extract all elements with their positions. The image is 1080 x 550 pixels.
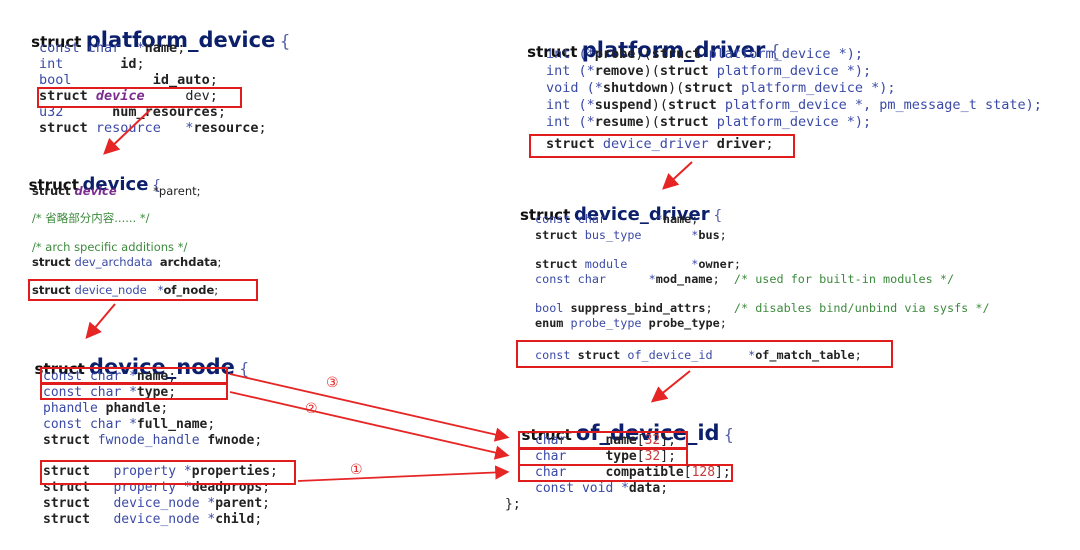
pd-field-dev: struct device dev; <box>39 88 218 104</box>
dd-field-suppress-bind-attrs: bool suppress_bind_attrs; /* disables bi… <box>535 301 990 315</box>
dd-field-name: const char *name; <box>535 212 699 226</box>
of-device-id-struct: struct of_device_id { char name[32]; cha… <box>505 406 805 526</box>
pd-field-id-auto: bool id_auto; <box>39 72 218 88</box>
device-driver-struct: struct device_driver { const char *name;… <box>505 190 1075 370</box>
platform-device-title: struct platform_device { <box>31 28 291 52</box>
pdrv-field-remove: int (*remove)(struct platform_device *); <box>546 63 872 79</box>
pdrv-field-resume: int (*resume)(struct platform_device *); <box>546 114 872 130</box>
odi-closing-brace: }; <box>505 497 521 512</box>
marker-2: ② <box>305 401 318 417</box>
device-field-of-node: struct device_node *of_node; <box>32 283 219 297</box>
of-device-id-title: struct of_device_id { <box>521 421 734 445</box>
highlight-dn-properties <box>40 460 296 485</box>
pdrv-field-driver: struct device_driver driver; <box>546 136 774 152</box>
device-struct: struct device { struct device *parent; /… <box>14 160 314 300</box>
pdrv-field-suspend: int (*suspend)(struct platform_device *,… <box>546 97 1042 113</box>
dn-field-type: const char *type; <box>43 385 177 400</box>
pdrv-field-probe: int (*probe)(struct platform_device *); <box>546 46 864 62</box>
marker-3: ③ <box>326 375 339 391</box>
arrow-device-to-device-node <box>85 303 116 340</box>
dd-field-bus: struct bus_type *bus; <box>535 228 727 242</box>
device-comment-omitted: /* 省略部分内容...... */ <box>32 211 150 225</box>
odi-field-type: char type[32]; <box>535 449 676 464</box>
pd-field-resource: struct resource *resource; <box>39 120 267 136</box>
platform-driver-struct: struct platform_driver { int (*probe)(st… <box>510 22 1070 162</box>
highlight-pd-dev <box>37 87 242 108</box>
marker-1: ① <box>350 462 363 478</box>
arrow-pdrv-to-device-driver <box>662 161 693 190</box>
dn-field-full-name: const char *full_name; <box>43 417 216 432</box>
platform-device-struct: struct platform_device { const char *nam… <box>14 12 314 142</box>
device-title: struct device { <box>28 174 161 195</box>
dd-field-probe-type: enum probe_type probe_type; <box>535 316 727 330</box>
pd-field-name: const char *name; <box>39 40 186 56</box>
highlight-pdrv-driver <box>529 134 795 158</box>
highlight-device-of-node <box>28 279 258 301</box>
dn-field-properties: struct property *properties; <box>43 464 278 479</box>
pd-field-id: int id; <box>39 56 145 72</box>
dn-field-phandle: phandle phandle; <box>43 401 169 416</box>
pdrv-field-shutdown: void (*shutdown)(struct platform_device … <box>546 80 896 96</box>
odi-field-compatible: char compatible[128]; <box>535 465 731 480</box>
arrow-pd-to-device <box>103 109 151 155</box>
arrow-dd-to-of-device-id <box>650 370 691 403</box>
dn-field-fwnode: struct fwnode_handle fwnode; <box>43 433 263 448</box>
dd-field-owner: struct module *owner; <box>535 257 741 271</box>
arrow-type-mapping <box>229 391 510 460</box>
dd-field-mod-name: const char *mod_name; /* used for built-… <box>535 272 955 286</box>
highlight-odi-compatible <box>518 464 733 482</box>
device-comment-arch: /* arch specific additions */ <box>32 240 188 254</box>
dn-field-parent: struct device_node *parent; <box>43 496 270 511</box>
arrow-properties-mapping <box>297 465 510 482</box>
odi-field-name: char name[32]; <box>535 433 676 448</box>
pd-field-num-resources: u32 num_resources; <box>39 104 226 120</box>
highlight-dd-of-match-table <box>516 340 893 368</box>
dd-field-of-match-table: const struct of_device_id *of_match_tabl… <box>535 348 862 362</box>
device-field-archdata: struct dev_archdata archdata; <box>32 255 222 269</box>
dn-field-child: struct device_node *child; <box>43 512 263 527</box>
highlight-dn-type <box>40 383 228 400</box>
device-driver-title: struct device_driver { <box>520 204 723 225</box>
platform-driver-title: struct platform_driver { <box>527 38 781 62</box>
odi-field-data: const void *data; <box>535 481 669 496</box>
device-field-parent: struct device *parent; <box>32 184 201 198</box>
dn-field-name: const char *name; <box>43 369 177 384</box>
arrow-name-mapping <box>229 373 510 442</box>
